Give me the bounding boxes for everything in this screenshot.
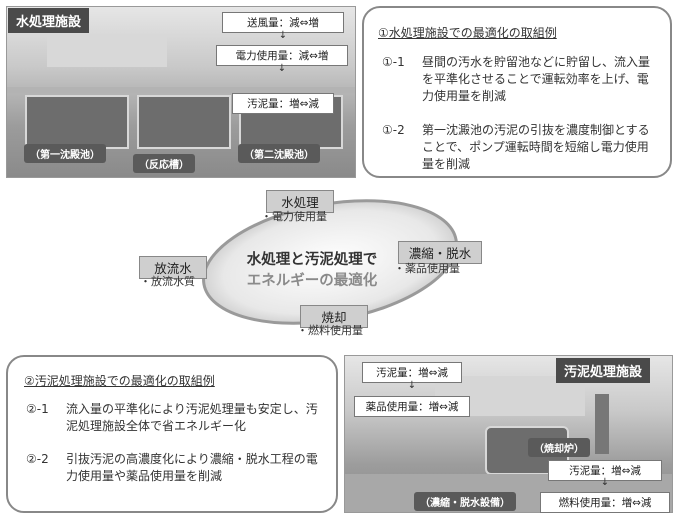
cycle-center-title: 水処理と汚泥処理で エネルギーの最適化 [212, 248, 412, 290]
chemical-usage-box: 薬品使用量：増⇔減 [354, 396, 470, 417]
power-usage-box: 電力使用量：減⇔増 [216, 45, 348, 66]
tank-center [137, 95, 231, 149]
item-text: 第一沈澱池の汚泥の引抜を濃度制御とすることで、ポンプ運転時間を短縮し電力使用量を… [422, 123, 650, 171]
arrow-down-icon: ↓ [277, 63, 287, 74]
chimney [595, 394, 609, 454]
water-facility-tag: 水処理施設 [8, 8, 90, 33]
item-text: 引抜汚泥の高濃度化により濃縮・脱水工程の電力使用量や薬品使用量を削減 [66, 452, 318, 483]
water-item-1: ①-1 昼間の汚水を貯留池などに貯留し、流入量を平準化させることで運転効率を上げ、… [382, 54, 664, 105]
walkway [7, 87, 355, 93]
sludge-item-1: ②-1 流入量の平準化により汚泥処理量も安定し、汚泥処理施設全体で省エネルギー化 [26, 401, 332, 435]
water-facility-photo [6, 6, 356, 178]
arrow-down-icon: ↓ [407, 380, 417, 391]
sludge-facility-tag: 汚泥処理施設 [556, 358, 651, 383]
building [47, 37, 167, 67]
tank-left [25, 95, 129, 149]
water-optimization-card: ①水処理施設での最適化の取組例 ①-1 昼間の汚水を貯留池などに貯留し、流入量を平… [362, 6, 672, 178]
sludge-volume-box: 汚泥量：増⇔減 [232, 93, 334, 114]
caption-incinerator: （焼却炉） [528, 438, 590, 457]
sludge-item-2: ②-2 引抜汚泥の高濃度化により濃縮・脱水工程の電力使用量や薬品使用量を削減 [26, 451, 332, 485]
item-text: 昼間の汚水を貯留池などに貯留し、流入量を平準化させることで運転効率を上げ、電力使… [422, 55, 651, 103]
node-effluent: 放流水 [139, 256, 207, 279]
sludge-optimization-card: ②汚泥処理施設での最適化の取組例 ②-1 流入量の平準化により汚泥処理量も安定し、… [6, 355, 338, 513]
sludge-card-title: ②汚泥処理施設での最適化の取組例 [24, 374, 215, 388]
fuel-usage-box: 燃料使用量：増⇔減 [540, 492, 670, 513]
node-water-treatment: 水処理 [266, 190, 334, 213]
caption-dewatering-equipment: （濃縮・脱水設備） [414, 492, 516, 511]
center-line2: エネルギーの最適化 [246, 273, 378, 289]
node-incineration-sub: ・燃料使用量 [297, 324, 363, 337]
item-text: 流入量の平準化により汚泥処理量も安定し、汚泥処理施設全体で省エネルギー化 [66, 402, 318, 433]
caption-reaction-tank: （反応槽） [133, 154, 195, 173]
node-water-treatment-sub: ・電力使用量 [261, 210, 327, 223]
water-item-2: ①-2 第一沈澱池の汚泥の引抜を濃度制御とすることで、ポンプ運転時間を短縮し電力使… [382, 122, 664, 173]
caption-primary-settling: （第一沈殿池） [24, 144, 106, 163]
item-number: ②-1 [26, 402, 49, 416]
item-number: ①-1 [382, 55, 405, 69]
arrow-down-icon: ↓ [600, 477, 610, 488]
sludge-volume-box-top: 汚泥量：増⇔減 [362, 362, 462, 383]
center-line1: 水処理と汚泥処理で [246, 252, 378, 268]
item-number: ②-2 [26, 452, 49, 466]
water-card-title: ①水処理施設での最適化の取組例 [378, 26, 557, 40]
node-dewatering: 濃縮・脱水 [398, 241, 482, 264]
node-effluent-sub: ・放流水質 [140, 275, 195, 288]
arrow-down-icon: ↓ [278, 30, 288, 41]
sludge-volume-box-bottom: 汚泥量：増⇔減 [548, 460, 662, 481]
item-number: ①-2 [382, 123, 405, 137]
air-volume-box: 送風量：減⇔増 [222, 12, 344, 33]
node-incineration: 焼却 [300, 305, 368, 328]
node-dewatering-sub: ・薬品使用量 [394, 262, 460, 275]
caption-secondary-settling: （第二沈殿池） [238, 144, 320, 163]
